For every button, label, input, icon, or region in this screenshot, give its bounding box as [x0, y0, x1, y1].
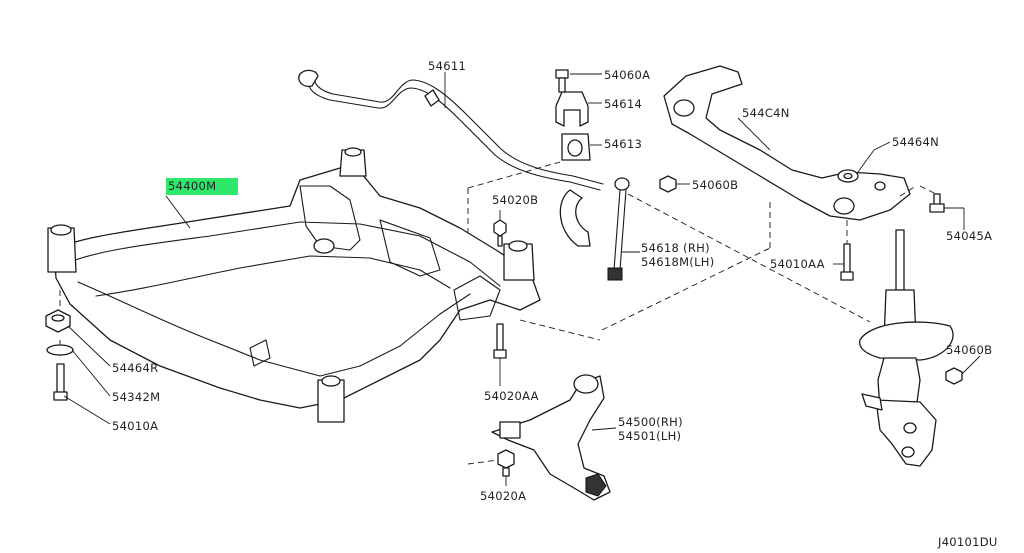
bolt-54010A: [53, 363, 68, 401]
label-54020A: 54020A: [480, 489, 526, 503]
label-54342M: 54342M: [112, 390, 160, 404]
label-54500-rh: 54500(RH): [618, 415, 683, 429]
label-54020B: 54020B: [492, 193, 538, 207]
nut-54060B-top: [659, 175, 677, 193]
label-54400M: 54400M: [168, 179, 216, 193]
bolt-54060A: [555, 69, 569, 93]
diagram-code: J40101DU: [937, 535, 998, 549]
stabilizer-bracket-54614: [555, 91, 589, 127]
dashed-guide-lines: [59, 161, 871, 360]
bolt-54020B: [493, 219, 507, 247]
member-bushing-front-mid: [317, 375, 345, 423]
label-54010AA: 54010AA: [770, 257, 825, 271]
label-54618-rh: 54618 (RH): [641, 241, 710, 255]
label-54611: 54611: [428, 59, 466, 73]
leader-54400M: [165, 195, 191, 229]
nut-54060B-right: [945, 367, 963, 385]
label-54045A: 54045A: [946, 229, 992, 243]
bolt-54020AA: [493, 323, 507, 359]
bolt-54020A: [497, 449, 515, 477]
label-54060A: 54060A: [604, 68, 650, 82]
member-bushing-rear-right: [503, 240, 535, 281]
member-bushing-rear-left: [339, 147, 367, 177]
label-54010A: 54010A: [112, 419, 158, 433]
stabilizer-bar: [298, 69, 604, 191]
label-54614: 54614: [604, 97, 642, 111]
strut-assembly: [859, 229, 954, 467]
highlight-54400M: [166, 178, 238, 195]
label-54464N: 54464N: [892, 135, 939, 149]
member-center-bushing: [313, 238, 335, 254]
bolt-54010AA: [840, 243, 854, 281]
label-54060B-top: 54060B: [692, 178, 738, 192]
washer-54464R: [45, 309, 71, 333]
label-54501-lh: 54501(LH): [618, 429, 681, 443]
stabilizer-bushing-54613: [561, 133, 591, 161]
member-stay-544C4N: [663, 65, 911, 221]
washer-54342M: [46, 344, 74, 356]
bolt-54045A: [929, 193, 945, 213]
label-54618M-lh: 54618M(LH): [641, 255, 715, 269]
label-54060B-right: 54060B: [946, 343, 992, 357]
label-54613: 54613: [604, 137, 642, 151]
label-544C4N: 544C4N: [742, 106, 790, 120]
washer-54464N: [837, 169, 859, 183]
member-bushing-front-left: [47, 224, 77, 273]
transverse-link: [491, 374, 611, 501]
label-54464R: 54464R: [112, 361, 158, 375]
stabilizer-link: [559, 177, 630, 281]
label-54020AA: 54020AA: [484, 389, 539, 403]
suspension-member-54400M: [53, 167, 541, 409]
